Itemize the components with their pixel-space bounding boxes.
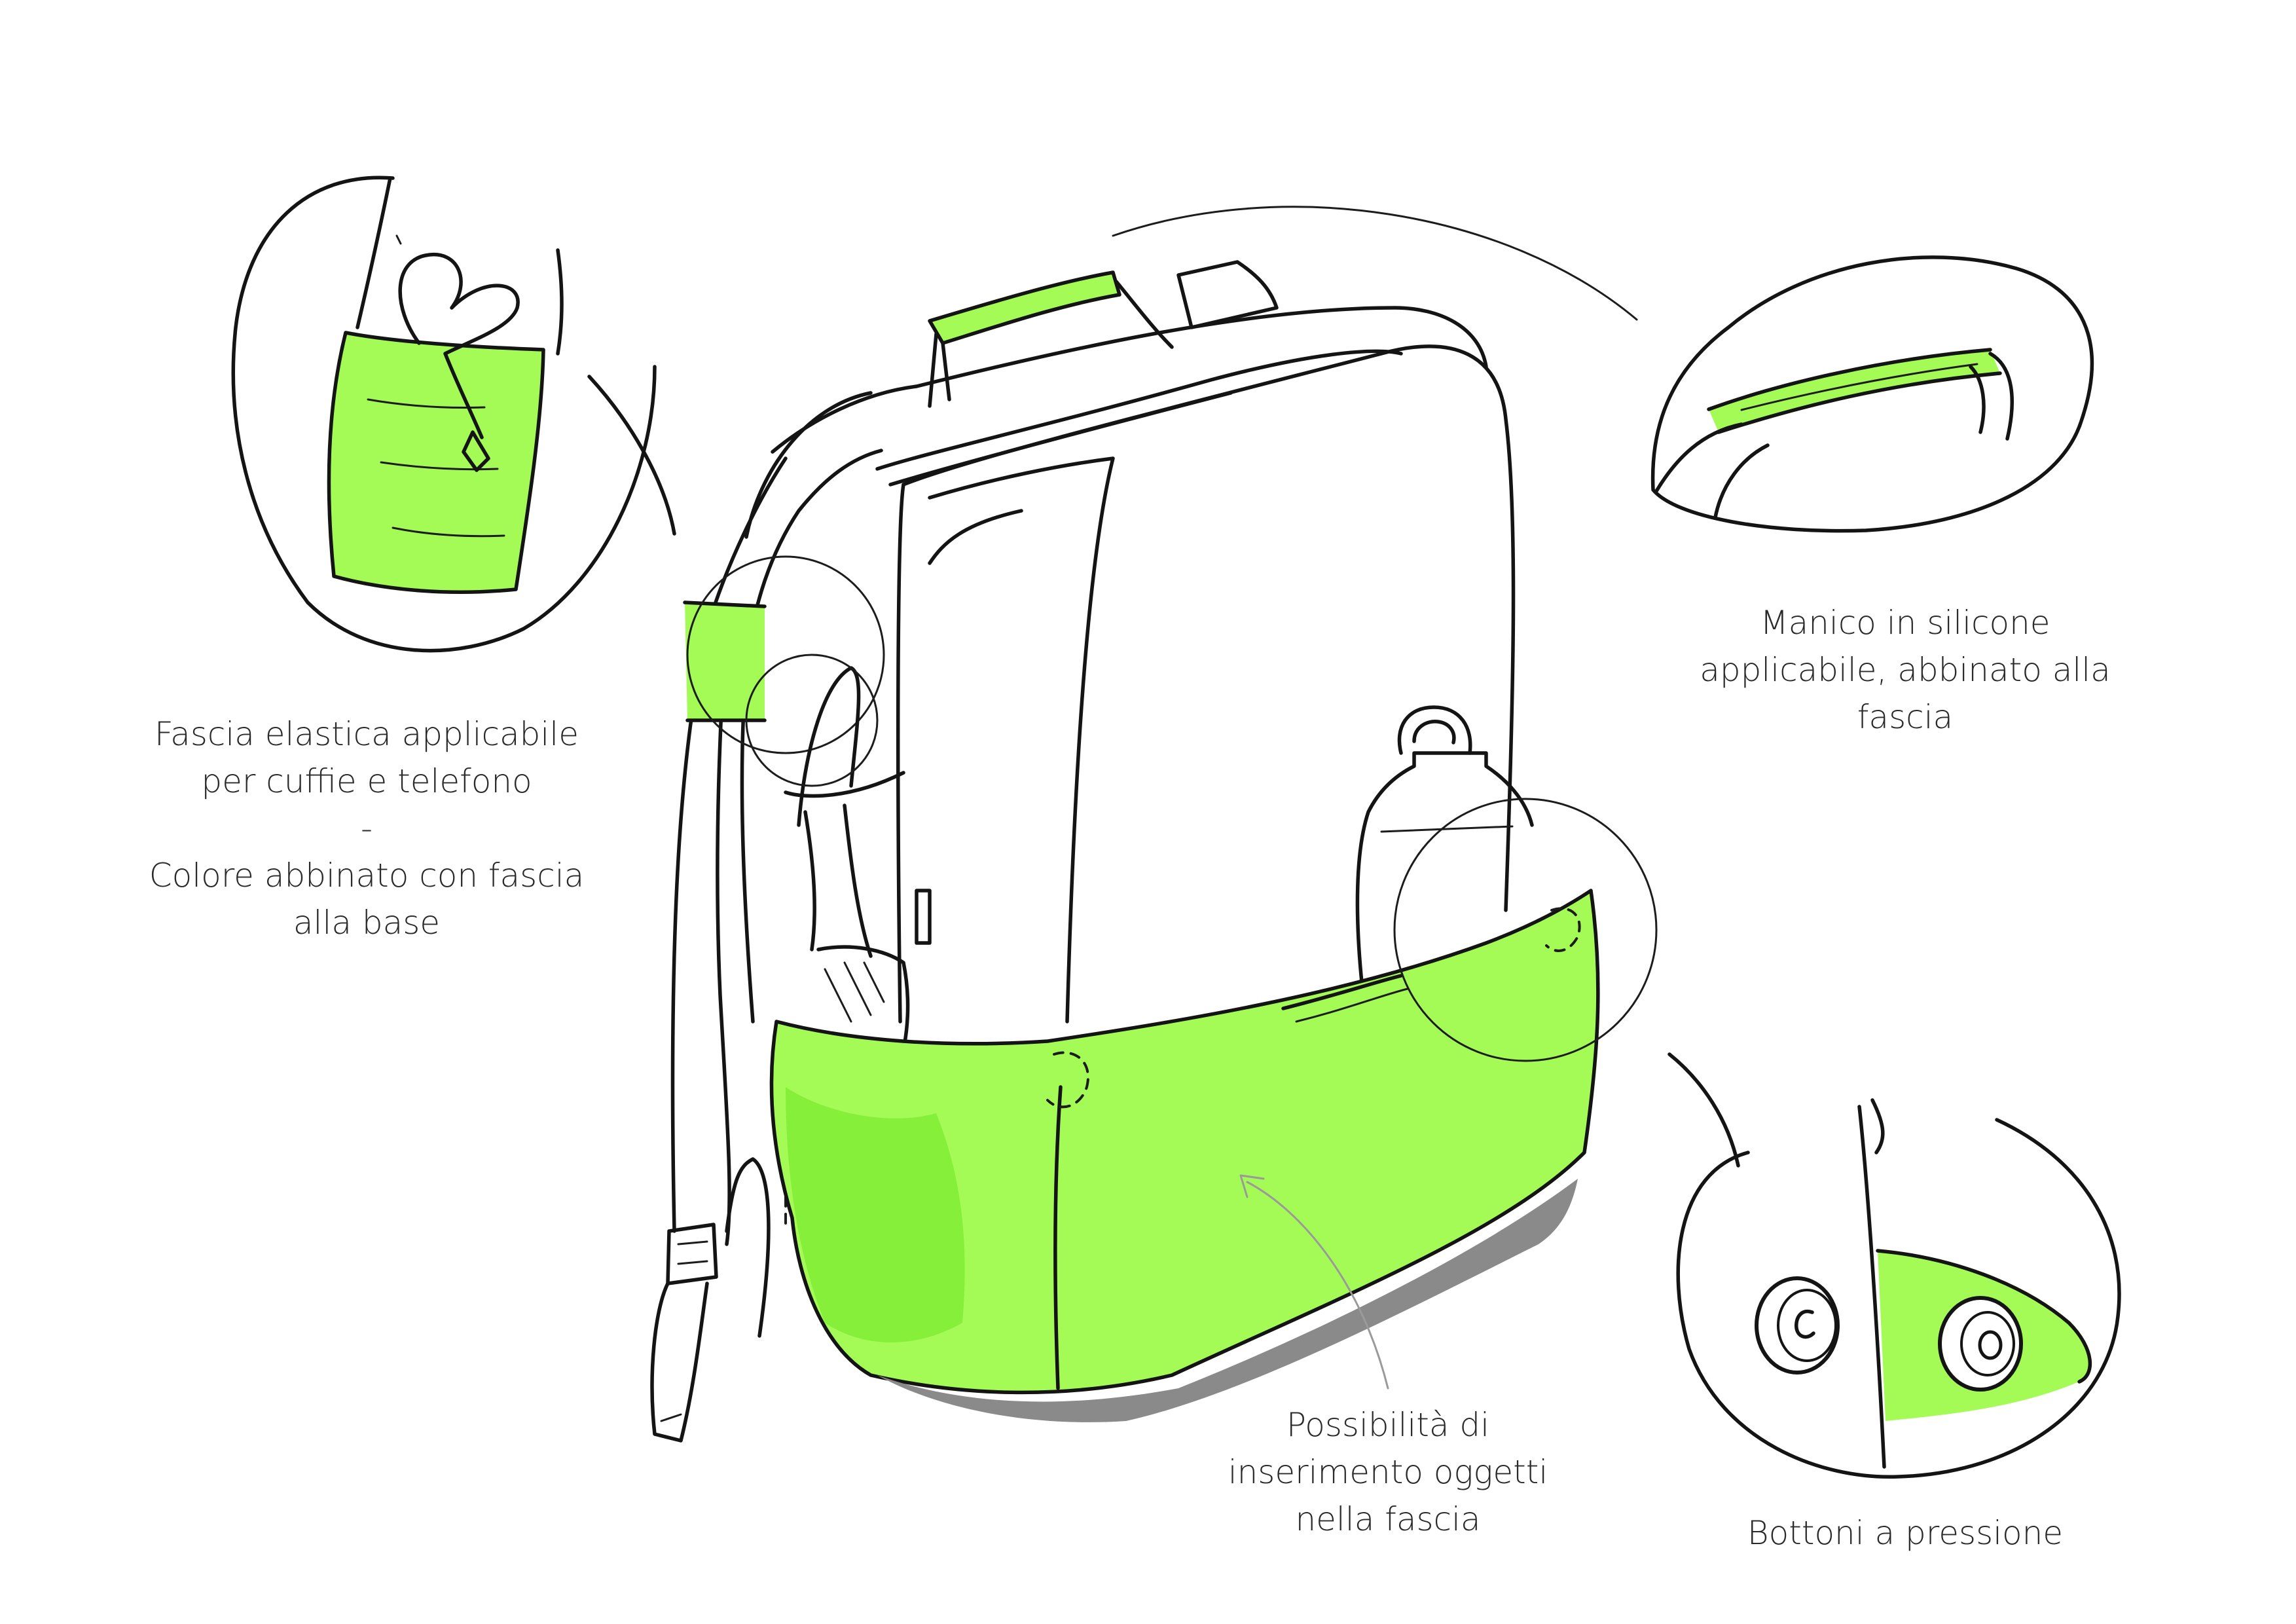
- base-band-cord: [1281, 974, 1403, 1010]
- strap-end: [650, 1282, 709, 1443]
- side-pocket-item: [797, 666, 861, 827]
- detail-bubble-outline: [1650, 255, 2094, 533]
- water-bottle-cap: [1412, 720, 1456, 745]
- strap-buckle: [677, 1240, 708, 1265]
- snap-panel-outline: [1876, 1249, 2092, 1384]
- backpack-front-panel: [902, 344, 1516, 912]
- earphone-icon: [462, 430, 490, 472]
- strap-buckle: [666, 1223, 718, 1285]
- detail-shoulder-line: [587, 375, 676, 536]
- label-line: Colore abbinato con fascia: [149, 857, 585, 895]
- top-handle-loop: [1176, 260, 1279, 329]
- backpack-front-panel: [896, 483, 905, 1024]
- backpack-side-panel: [744, 391, 873, 539]
- base-band-cord: [1295, 987, 1409, 1023]
- handle-grip-outline: [1707, 348, 1992, 411]
- backpack: [650, 260, 1658, 1443]
- label-line: inserimento oggetti: [1228, 1453, 1548, 1491]
- base-band-outline: [769, 889, 1600, 1395]
- detail-bubble-outline: [231, 175, 657, 653]
- earphone-cable-icon: [395, 234, 402, 245]
- label-line: Possibilità di: [1286, 1406, 1490, 1444]
- handle-arc: [1654, 422, 1743, 493]
- band-fold-line: [380, 461, 499, 471]
- decorative-swoosh: [1112, 206, 1638, 321]
- label-separator: -: [360, 809, 373, 847]
- backpack-top-zipper: [875, 349, 1403, 471]
- highlight-circle-side: [745, 654, 879, 787]
- label-snap-buttons: Bottoni a pressione: [1656, 1509, 2154, 1557]
- label-line: fascia: [1857, 698, 1954, 736]
- base-band-fill: [771, 891, 1598, 1393]
- handle-grip-fill: [1709, 350, 2000, 432]
- elastic-band-outline: [327, 331, 545, 595]
- label-line: nella fascia: [1295, 1500, 1481, 1538]
- side-pocket-item: [784, 771, 905, 798]
- label-elastic-band: Fascia elastica applicabile per cuffie e…: [118, 710, 615, 946]
- detail-bubble-outline: [1676, 1118, 2121, 1479]
- highlight-circle-snap: [1393, 798, 1658, 1062]
- snap-button-hint: [1545, 907, 1581, 952]
- earphone-cable-icon: [398, 252, 520, 439]
- snap-panel-edge: [1857, 1105, 1886, 1469]
- handle-grip-outline: [1717, 371, 2002, 434]
- snap-button-male-icon: [1978, 1330, 2003, 1360]
- top-handle-outline: [928, 332, 951, 408]
- snap-tail-left: [1667, 1052, 1740, 1168]
- water-bottle-cap: [1397, 705, 1472, 755]
- snap-button-hint: [1046, 1051, 1089, 1109]
- highlight-circle-strap: [686, 555, 885, 754]
- water-bottle: [1355, 751, 1534, 984]
- top-handle-fill: [930, 272, 1120, 343]
- strap-end: [660, 1413, 682, 1422]
- base-shadow: [877, 1179, 1578, 1422]
- base-band-shade: [786, 1087, 965, 1342]
- backpack-top-panel: [771, 306, 1488, 454]
- detail-strap-right: [556, 248, 564, 356]
- snap-button-female-icon: [1795, 1309, 1815, 1339]
- leader-arrow: [1246, 1181, 1389, 1390]
- snap-tail-right: [1870, 1098, 1885, 1154]
- base-band-seam: [1053, 1085, 1063, 1390]
- label-line: Manico in silicone: [1760, 604, 2050, 642]
- handle-grip-seam: [1740, 363, 1978, 411]
- side-strap: [725, 1157, 771, 1338]
- detail-snap-buttons: [1667, 1052, 2121, 1479]
- top-handle-outline: [1114, 280, 1174, 349]
- band-fold-line: [392, 526, 505, 538]
- detail-silicone-handle: [1650, 255, 2094, 533]
- front-pocket-seam: [928, 509, 1023, 565]
- handle-arc: [1988, 352, 2014, 441]
- elastic-band-fill: [329, 333, 543, 593]
- label-line: per cuffie e telefono: [201, 762, 532, 800]
- front-pocket-seam: [928, 456, 1115, 1024]
- detail-elastic-band: [231, 175, 676, 653]
- snap-button-male-icon: [1960, 1311, 2015, 1376]
- handle-arc: [1713, 443, 1770, 519]
- strap-elastic-band-fill: [685, 602, 765, 720]
- side-pocket-item: [803, 803, 873, 958]
- handle-arc: [1969, 365, 1986, 434]
- label-insert-objects: Possibilità di inserimento oggetti nella…: [1139, 1401, 1637, 1543]
- label-line: alla base: [293, 904, 441, 942]
- snap-button-female-icon: [1777, 1289, 1837, 1362]
- water-bottle: [1380, 825, 1514, 833]
- label-silicone-handle: Manico in silicone applicabile, abbinato…: [1656, 599, 2154, 741]
- side-pocket-net: [824, 961, 885, 1023]
- leader-arrowhead: [1239, 1174, 1265, 1198]
- detail-strap-left: [355, 176, 392, 329]
- label-line: applicabile, abbinato alla: [1700, 651, 2111, 689]
- strap-elastic-band-outline: [683, 600, 767, 722]
- side-zipper-pull: [915, 889, 932, 945]
- label-line: Bottoni a pressione: [1747, 1514, 2064, 1552]
- label-line: Fascia elastica applicabile: [155, 715, 579, 753]
